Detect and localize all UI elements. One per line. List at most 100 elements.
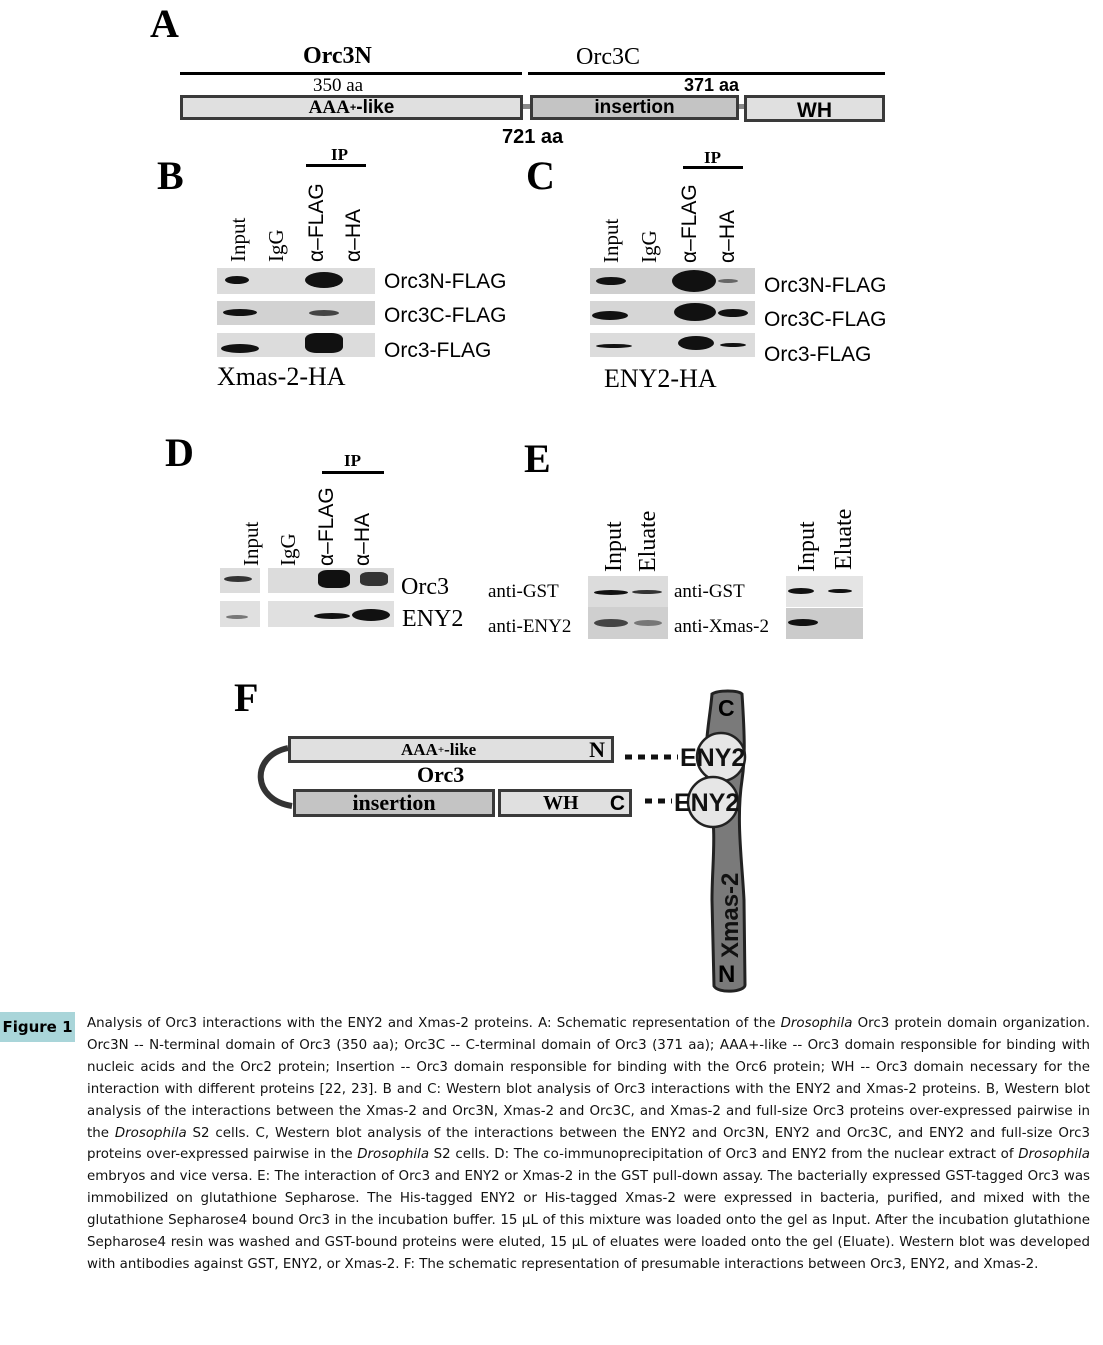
domain-wh-label: WH bbox=[797, 98, 832, 122]
band bbox=[305, 333, 343, 353]
band bbox=[225, 276, 249, 284]
ip-label: IP bbox=[331, 145, 348, 164]
f-aaa-suffix: -like bbox=[444, 739, 477, 759]
f-n-terminus: N bbox=[589, 736, 605, 762]
f-insertion-label: insertion bbox=[352, 790, 436, 815]
band bbox=[828, 589, 852, 593]
blot-c-row2 bbox=[590, 301, 755, 325]
caption-italic-term: Drosophila bbox=[114, 1125, 187, 1141]
total-length: 721 aa bbox=[502, 126, 564, 148]
f-c-terminus: C bbox=[609, 791, 625, 815]
domain-linker bbox=[520, 104, 538, 109]
panel-f-letter: F bbox=[234, 675, 259, 720]
band bbox=[596, 344, 632, 348]
xmas2-n-terminus: N bbox=[718, 961, 736, 988]
bait-label: ENY2-HA bbox=[604, 364, 717, 393]
ip-bracket bbox=[322, 471, 384, 474]
band bbox=[592, 311, 628, 320]
band bbox=[674, 303, 716, 321]
caption-italic-term: Drosophila bbox=[780, 1016, 853, 1031]
orc3c-span-line bbox=[528, 72, 885, 75]
band bbox=[305, 272, 343, 288]
blot-e-right-row1 bbox=[786, 576, 863, 607]
xmas2-c-terminus: C bbox=[718, 695, 735, 721]
caption-text: Analysis of Orc3 interactions with the E… bbox=[87, 1016, 781, 1031]
band bbox=[596, 277, 626, 285]
panel-a-letter: A bbox=[150, 1, 179, 46]
f-wh-label: WH bbox=[543, 792, 579, 814]
domain-insertion-label: insertion bbox=[594, 96, 675, 118]
row-label: Orc3-FLAG bbox=[384, 339, 492, 362]
band bbox=[594, 590, 628, 595]
domain-insertion: insertion bbox=[530, 95, 739, 120]
domain-aaa-base: AAA bbox=[308, 96, 350, 118]
ip-label: IP bbox=[344, 451, 361, 470]
blot-e-left-row2 bbox=[588, 607, 668, 639]
f-aaa-sup: + bbox=[437, 743, 445, 756]
band bbox=[594, 619, 628, 627]
row-label: Orc3C-FLAG bbox=[764, 308, 887, 331]
row-label: anti-GST bbox=[488, 581, 559, 602]
band bbox=[360, 572, 388, 586]
band bbox=[788, 619, 818, 626]
band bbox=[221, 344, 259, 353]
domain-aaa-suffix: -like bbox=[356, 96, 395, 118]
orc3n-span-line bbox=[180, 72, 522, 75]
row-label: anti-ENY2 bbox=[488, 616, 572, 637]
band bbox=[632, 590, 662, 594]
eny2-label-bottom: ENY2 bbox=[674, 789, 740, 817]
row-label: ENY2 bbox=[402, 606, 464, 632]
band bbox=[634, 620, 662, 626]
band bbox=[678, 336, 714, 350]
f-aaa-base: AAA bbox=[401, 739, 438, 759]
row-label: Orc3 bbox=[401, 574, 449, 600]
orc3n-label: Orc3N bbox=[303, 43, 372, 69]
row-label: Orc3N-FLAG bbox=[384, 270, 507, 293]
blot-e-left-row1 bbox=[588, 576, 668, 607]
row-label: anti-GST bbox=[674, 581, 745, 602]
band bbox=[720, 343, 746, 347]
band bbox=[223, 309, 257, 316]
blot-b-row2 bbox=[217, 301, 375, 325]
band bbox=[352, 609, 390, 621]
row-label: Orc3-FLAG bbox=[764, 343, 872, 366]
blot-d-ip-row1 bbox=[268, 568, 394, 593]
blot-d-input-row1 bbox=[220, 568, 260, 593]
caption-italic-term: Drosophila bbox=[1018, 1147, 1090, 1163]
figure-caption: Analysis of Orc3 interactions with the E… bbox=[87, 1013, 1090, 1276]
f-insertion-box: insertion bbox=[293, 789, 495, 817]
eny2-circle-bottom bbox=[686, 775, 740, 829]
blot-e-right-row2 bbox=[786, 608, 863, 639]
row-label: Orc3N-FLAG bbox=[764, 274, 887, 297]
eny2-label-top: ENY2 bbox=[680, 744, 746, 772]
caption-italic-term: Drosophila bbox=[357, 1147, 430, 1163]
orc3c-length: 371 aa bbox=[684, 75, 740, 95]
blot-d-input-row2 bbox=[220, 601, 260, 627]
row-label: Orc3C-FLAG bbox=[384, 304, 507, 327]
band bbox=[788, 588, 814, 594]
panel-c-letter: C bbox=[526, 153, 555, 198]
caption-text: S2 cells. D: The co-immunoprecipitation … bbox=[429, 1147, 1019, 1163]
xmas2-label: Xmas-2 bbox=[717, 872, 744, 958]
bait-label: Xmas-2-HA bbox=[217, 362, 346, 391]
figure-tag: Figure 1 bbox=[0, 1012, 75, 1042]
orc3n-length: 350 aa bbox=[313, 75, 364, 96]
ip-label: IP bbox=[704, 148, 721, 167]
band bbox=[226, 615, 248, 619]
band bbox=[224, 576, 252, 582]
blot-b-row3 bbox=[217, 333, 375, 357]
caption-text: Orc3 protein domain organization. Orc3N … bbox=[87, 1016, 1090, 1141]
domain-aaa-sup: + bbox=[349, 101, 357, 114]
orc3c-label: Orc3C bbox=[576, 44, 640, 70]
band bbox=[314, 613, 350, 619]
blot-c-row1 bbox=[590, 268, 755, 294]
f-aaa-like-box: AAA+-like N bbox=[288, 736, 614, 763]
orc3-loop bbox=[257, 745, 293, 809]
panel-d-letter: D bbox=[165, 430, 194, 475]
f-wh-box: WH C bbox=[498, 789, 632, 817]
caption-text: S2 cells. C, Western blot analysis of th… bbox=[87, 1125, 1090, 1163]
band bbox=[672, 270, 716, 292]
domain-linker bbox=[736, 104, 748, 109]
band bbox=[718, 309, 748, 317]
domain-aaa-like: AAA+-like bbox=[180, 95, 523, 120]
